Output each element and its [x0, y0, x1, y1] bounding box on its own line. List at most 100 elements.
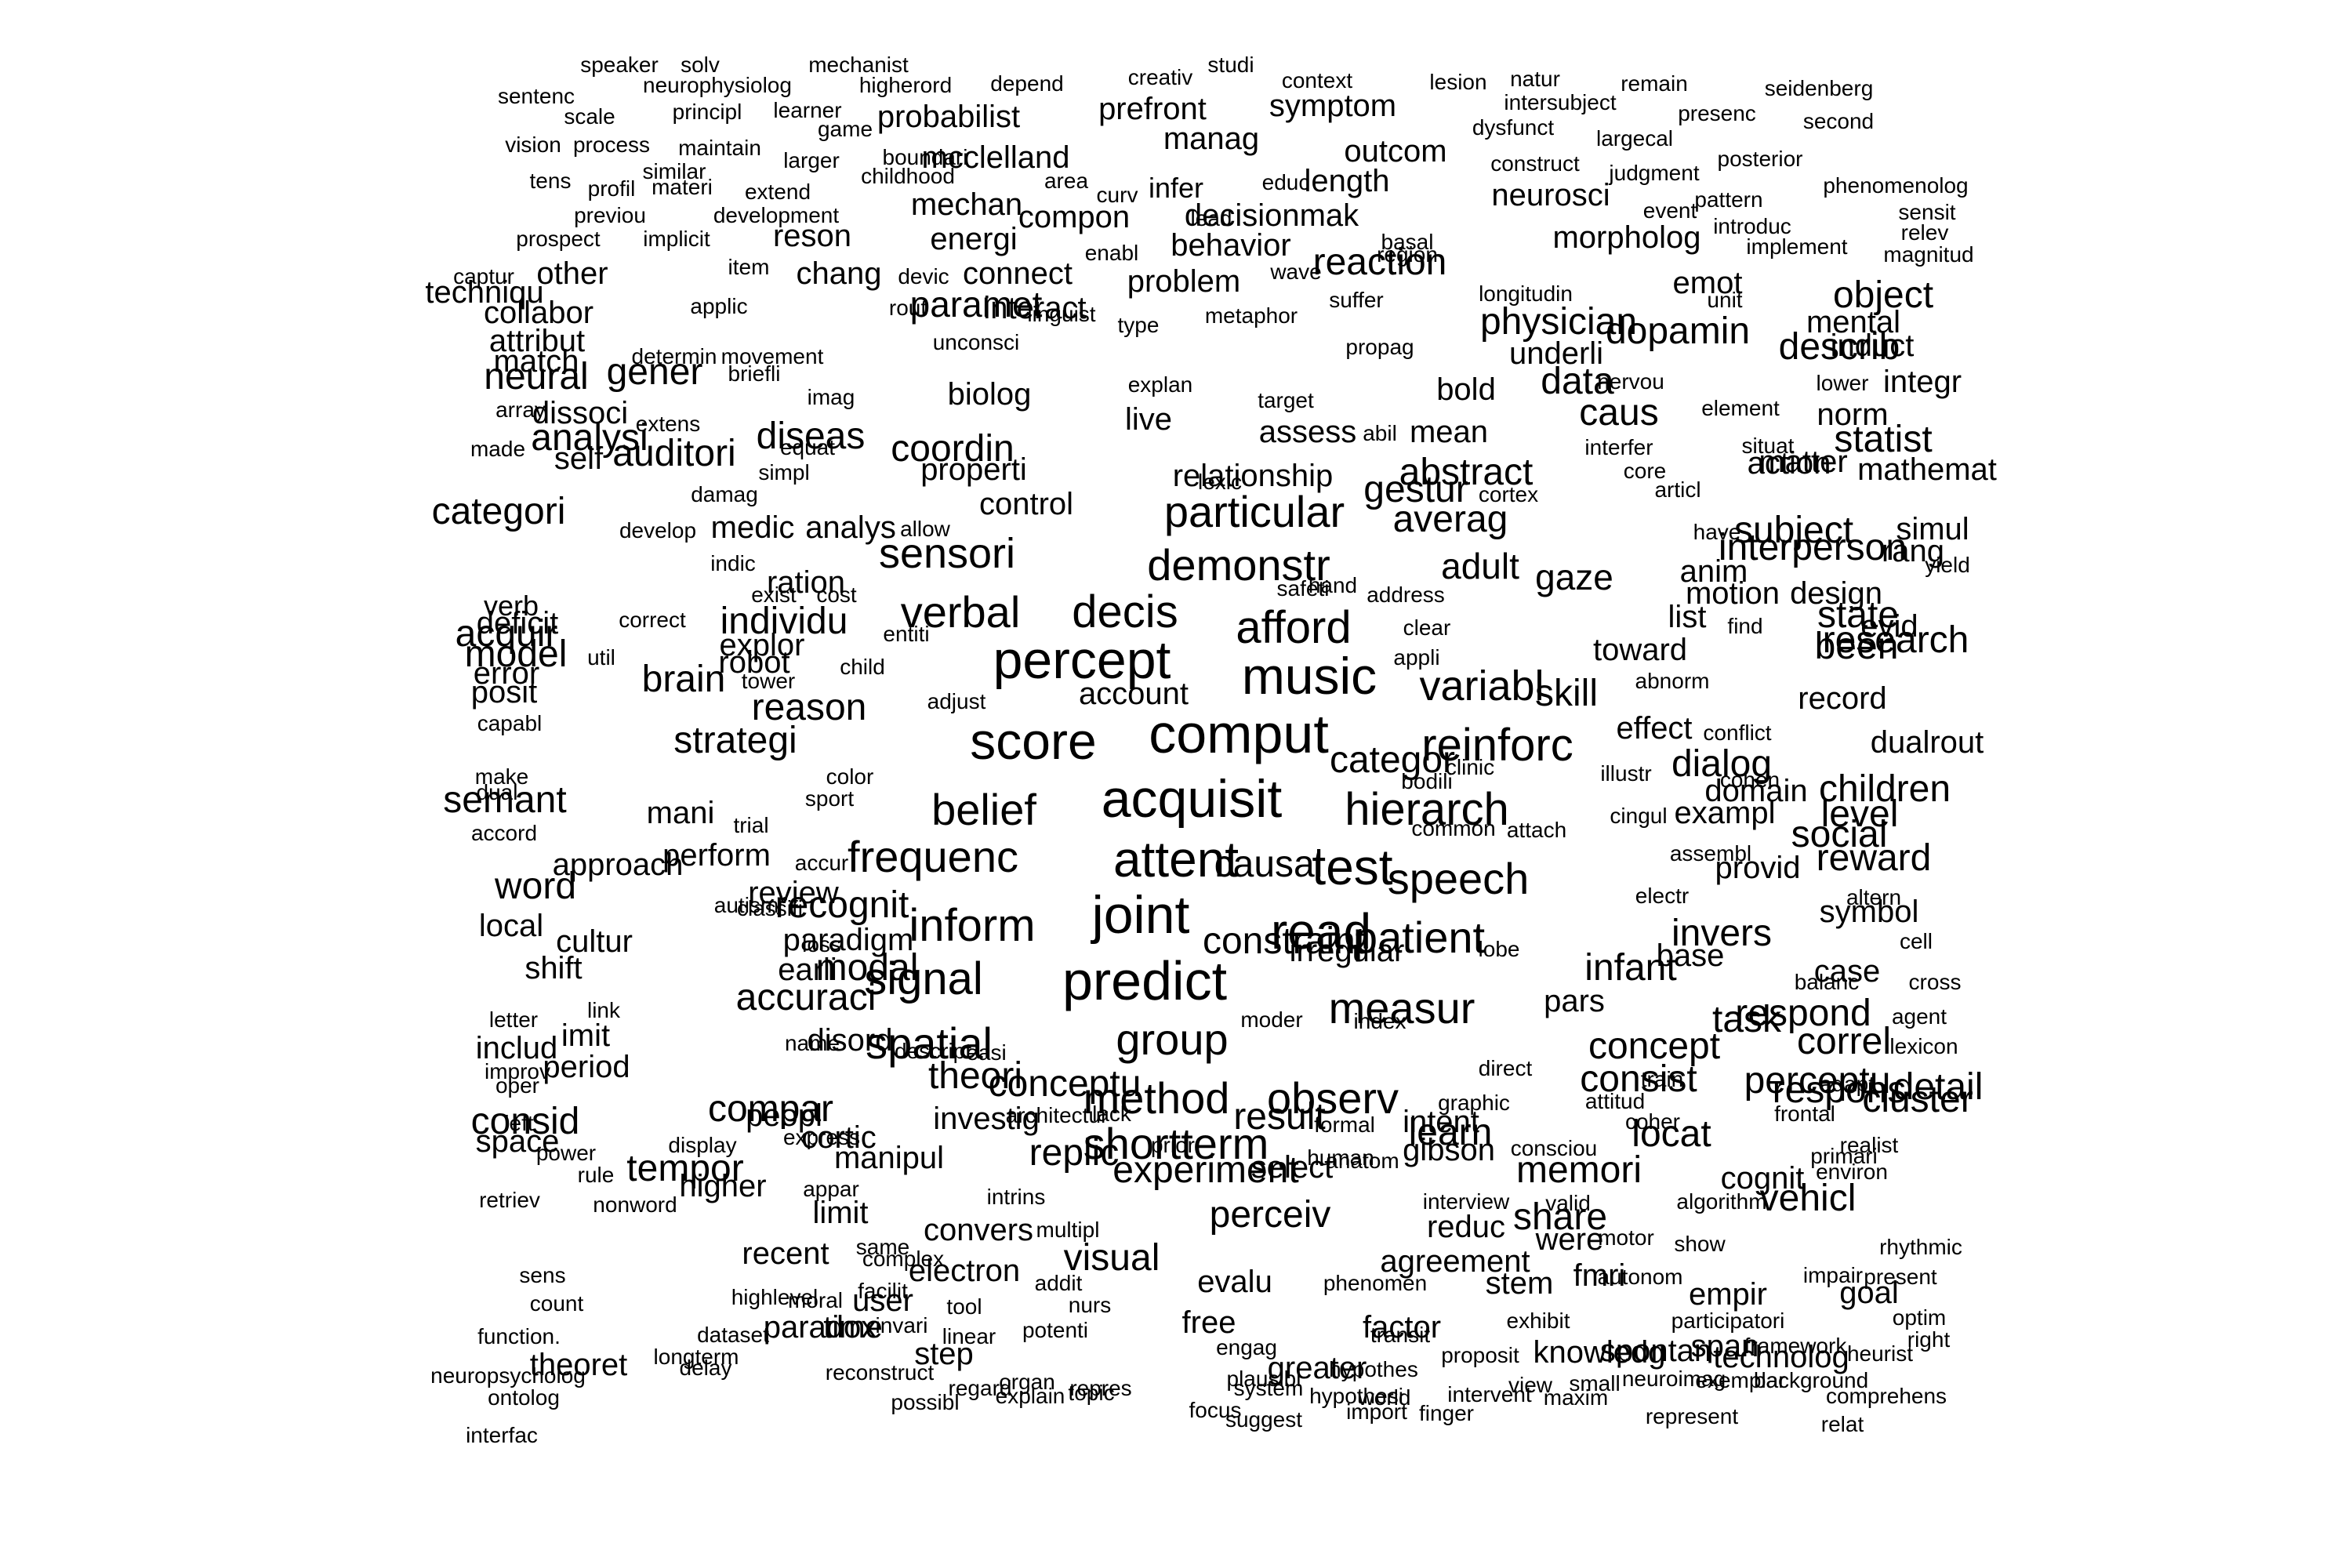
- cloud-word: bodili: [1401, 769, 1452, 793]
- cloud-word: direct: [1479, 1056, 1533, 1080]
- cloud-word: classifi: [737, 896, 803, 920]
- cloud-word: adapt: [1820, 1072, 1875, 1096]
- cloud-word: briefli: [728, 361, 781, 386]
- cloud-word: statist: [1834, 419, 1932, 460]
- cloud-word: illustr: [1600, 761, 1651, 786]
- cloud-word: intervent: [1447, 1382, 1532, 1406]
- cloud-word: chang: [797, 256, 882, 291]
- cloud-word: cluster: [1862, 1079, 1973, 1120]
- cloud-word: neuropsycholog: [430, 1363, 586, 1388]
- cloud-word: name: [785, 1031, 840, 1055]
- cloud-word: introduc: [1713, 214, 1791, 238]
- cloud-word: core: [1624, 459, 1666, 483]
- cloud-word: physician: [1480, 301, 1637, 343]
- cloud-word: clinic: [1446, 755, 1494, 779]
- cloud-word: modal: [816, 947, 919, 989]
- cloud-word: investig: [933, 1102, 1040, 1136]
- cloud-word: pars: [1544, 984, 1605, 1018]
- cloud-word: shortterm: [1083, 1119, 1269, 1168]
- cloud-word: phenomen: [1323, 1271, 1427, 1295]
- cloud-word: toward: [1593, 633, 1687, 667]
- cloud-word: impair: [1803, 1263, 1863, 1287]
- cloud-word: evid: [1860, 609, 1918, 644]
- cloud-word: engag: [1216, 1335, 1277, 1359]
- cloud-word: second: [1803, 109, 1874, 133]
- cloud-word: user: [852, 1283, 913, 1318]
- cloud-word: implicit: [643, 227, 710, 251]
- cloud-word: metaphor: [1205, 303, 1298, 328]
- cloud-word: curv: [1097, 183, 1138, 207]
- cloud-word: allow: [900, 517, 951, 541]
- cloud-word: damag: [691, 482, 758, 506]
- cloud-word: rang: [1882, 534, 1944, 568]
- cloud-word: task: [1712, 999, 1782, 1040]
- cloud-word: biolog: [948, 377, 1032, 412]
- cloud-word: measur: [1329, 983, 1475, 1033]
- cloud-word: irregular: [1290, 934, 1405, 968]
- cloud-word: applic: [690, 294, 747, 318]
- cloud-word: function.: [477, 1324, 561, 1348]
- cloud-word: cross: [1909, 970, 1962, 994]
- cloud-word: lack: [1092, 1102, 1132, 1126]
- cloud-word: altern: [1846, 885, 1901, 909]
- cloud-word: moral: [788, 1288, 843, 1312]
- cloud-word: electron: [909, 1254, 1020, 1288]
- cloud-word: agreement: [1380, 1244, 1530, 1279]
- cloud-word: categor: [1330, 739, 1455, 781]
- cloud-word: reduc: [1427, 1210, 1505, 1244]
- cloud-word: inform: [909, 900, 1035, 951]
- cloud-word: gestur: [1363, 469, 1468, 510]
- cloud-word: oper: [495, 1073, 539, 1098]
- cloud-word: lexicon: [1889, 1034, 1958, 1058]
- cloud-word: space: [476, 1124, 560, 1159]
- cloud-word: approach: [553, 848, 684, 882]
- cloud-word: imit: [561, 1018, 610, 1053]
- cloud-word: dysfunct: [1472, 115, 1554, 140]
- cloud-word: event: [1643, 198, 1697, 223]
- cloud-word: signal: [864, 953, 983, 1004]
- cloud-word: element: [1701, 396, 1780, 420]
- cloud-word: paradigm: [783, 923, 914, 957]
- cloud-word: verbal: [901, 587, 1021, 637]
- cloud-word: mental: [1806, 305, 1900, 339]
- cloud-word: solv: [681, 53, 720, 77]
- cloud-word: count: [530, 1291, 584, 1316]
- cloud-word: accord: [471, 821, 537, 845]
- cloud-word: lobe: [1479, 937, 1520, 961]
- cloud-word: agent: [1892, 1004, 1947, 1029]
- cloud-word: assembl: [1670, 841, 1751, 866]
- cloud-word: complex: [862, 1247, 944, 1271]
- cloud-word: afford: [1236, 602, 1351, 653]
- cloud-word: intent: [1403, 1105, 1479, 1139]
- cloud-word: rout: [889, 296, 927, 320]
- cloud-word: represent: [1646, 1404, 1739, 1428]
- cloud-word: data: [1541, 361, 1614, 402]
- cloud-word: interfac: [466, 1423, 538, 1447]
- cloud-word: result: [1233, 1096, 1325, 1138]
- cloud-word: principl: [673, 100, 742, 124]
- cloud-word: gener: [607, 351, 703, 393]
- cloud-word: cingul: [1610, 804, 1667, 828]
- cloud-word: semant: [443, 779, 566, 821]
- cloud-word: longitudin: [1479, 281, 1573, 306]
- cloud-word: morpholog: [1552, 220, 1700, 255]
- cloud-word: maintain: [678, 136, 761, 160]
- cloud-word: gaze: [1535, 557, 1613, 597]
- cloud-word: perform: [662, 838, 771, 873]
- cloud-word: experiment: [1112, 1149, 1298, 1191]
- cloud-word: live: [1125, 402, 1172, 437]
- cloud-word: interperson: [1719, 527, 1907, 568]
- cloud-word: acquisit: [1102, 769, 1283, 829]
- cloud-word: construct: [1490, 151, 1580, 176]
- cloud-word: situat: [1742, 434, 1795, 458]
- cloud-word: vehicl: [1760, 1178, 1857, 1219]
- cloud-word: interfer: [1584, 435, 1653, 459]
- cloud-word: neuroimag: [1622, 1367, 1726, 1391]
- cloud-word: imag: [808, 385, 855, 409]
- cloud-word: perceiv: [1210, 1194, 1331, 1236]
- cloud-word: reward: [1817, 837, 1932, 879]
- cloud-word: exampl: [1675, 796, 1776, 830]
- cloud-word: techniqu: [425, 275, 543, 310]
- cloud-word: balanc: [1795, 970, 1860, 994]
- cloud-word: multipl: [1036, 1218, 1100, 1242]
